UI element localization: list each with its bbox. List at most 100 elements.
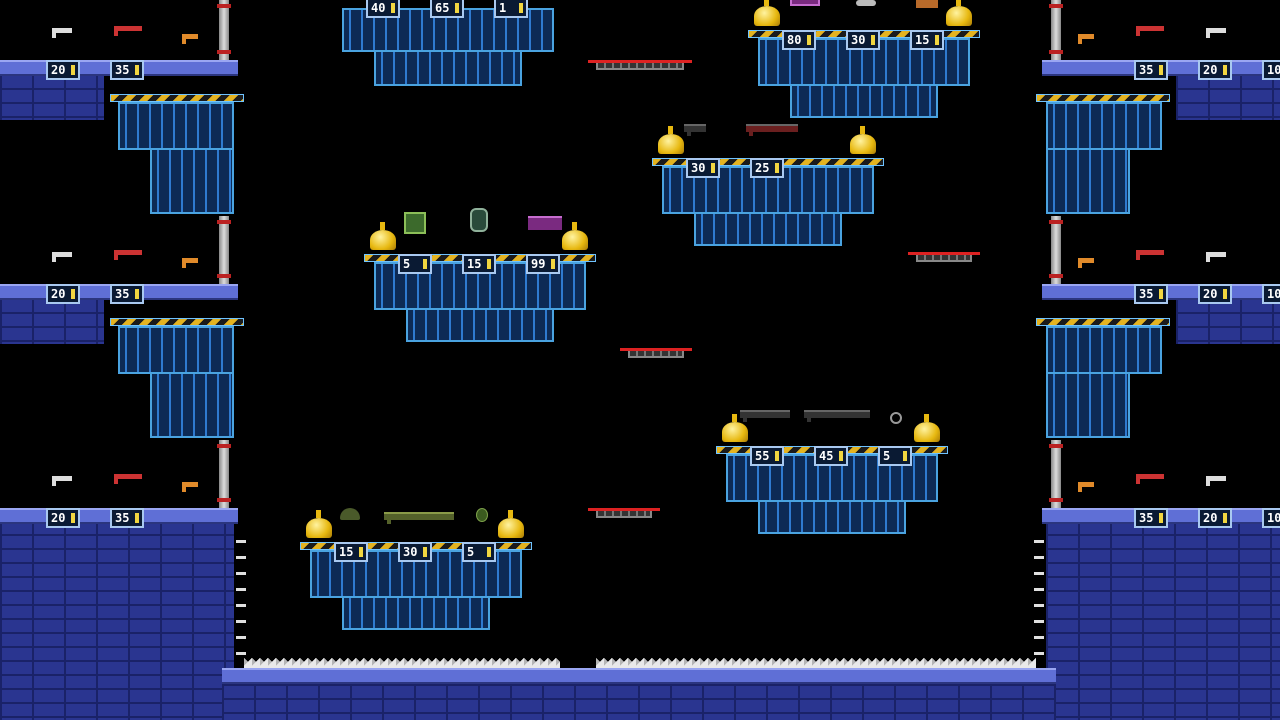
ammo-crate-icon[interactable]	[404, 212, 426, 234]
pistol-icon[interactable]	[1078, 258, 1094, 268]
gold-sack-icon[interactable]	[306, 510, 332, 538]
price-tag: 15	[462, 254, 496, 274]
revolver-icon[interactable]	[52, 28, 72, 38]
gatling-icon[interactable]	[528, 216, 562, 230]
pistol-icon[interactable]	[182, 482, 198, 492]
barrel-icon[interactable]	[916, 0, 938, 8]
gold-sack-icon[interactable]	[498, 510, 524, 538]
right-pillar-1	[1049, 0, 1063, 60]
left-cage-1a	[118, 102, 234, 150]
right-wall-bricks-bottom	[1046, 520, 1280, 720]
price-tag: 65	[430, 0, 464, 18]
floor-bricks	[222, 684, 1056, 720]
shotgun-icon[interactable]	[1136, 250, 1164, 260]
shield-icon[interactable]	[470, 208, 488, 232]
top-platform-cage-b	[374, 50, 522, 86]
price-tag: 20	[1198, 60, 1232, 80]
left-wall-bricks-bottom	[0, 520, 234, 720]
pistol-icon[interactable]	[1078, 34, 1094, 44]
left-hazard-ledge-2	[110, 318, 244, 326]
price-tag: 10	[1262, 508, 1280, 528]
price-tag: 1	[494, 0, 528, 18]
left-pillar-2	[217, 216, 231, 284]
price-tag: 10	[1262, 60, 1280, 80]
ammo-crate-icon[interactable]	[790, 0, 820, 6]
revolver-icon[interactable]	[1206, 28, 1226, 38]
pistol-icon[interactable]	[182, 34, 198, 44]
left-wall-bricks-top	[0, 74, 104, 120]
gold-sack-icon[interactable]	[658, 126, 684, 154]
right-wall-bricks-mid	[1176, 298, 1280, 344]
price-tag: 20	[46, 60, 80, 80]
price-tag: 80	[782, 30, 816, 50]
price-tag: 35	[110, 508, 144, 528]
price-tag: 35	[1134, 508, 1168, 528]
price-tag: 20	[46, 284, 80, 304]
sniper-rifle-icon[interactable]	[384, 512, 454, 524]
price-tag: 5	[878, 446, 912, 466]
price-tag: 55	[750, 446, 784, 466]
revolver-icon[interactable]	[52, 252, 72, 262]
left-cage-2a	[118, 326, 234, 374]
right-wall-spikes	[1034, 540, 1044, 660]
smg-icon[interactable]	[740, 410, 790, 422]
right-pillar-2	[1049, 216, 1063, 284]
right-hazard-ledge-1	[1036, 94, 1170, 102]
gold-sack-icon[interactable]	[562, 222, 588, 250]
price-tag: 35	[1134, 284, 1168, 304]
revolver-icon[interactable]	[1206, 252, 1226, 262]
shotgun-icon[interactable]	[114, 26, 142, 36]
machine-gun-icon[interactable]	[804, 410, 870, 422]
helmet-icon[interactable]	[340, 508, 360, 520]
floating-platform	[588, 60, 692, 72]
price-tag: 10	[1262, 284, 1280, 304]
left-cage-2b	[150, 372, 234, 438]
revolver-icon[interactable]	[1206, 476, 1226, 486]
price-tag: 99	[526, 254, 560, 274]
right-cage-2b	[1046, 372, 1130, 438]
price-tag: 35	[110, 60, 144, 80]
price-tag: 25	[750, 158, 784, 178]
left-wall-bricks-mid	[0, 298, 104, 344]
shotgun-icon[interactable]	[684, 124, 706, 136]
gold-sack-icon[interactable]	[370, 222, 396, 250]
shotgun-icon[interactable]	[1136, 26, 1164, 36]
price-tag: 35	[1134, 60, 1168, 80]
shotgun-icon[interactable]	[114, 474, 142, 484]
floor-spikes-left	[244, 656, 560, 668]
left-cage-1b	[150, 148, 234, 214]
floor-spikes-right	[596, 656, 1036, 668]
pistol-icon[interactable]	[182, 258, 198, 268]
price-tag: 35	[110, 284, 144, 304]
floor-rail	[222, 668, 1056, 684]
price-tag: 5	[462, 542, 496, 562]
left-wall-spikes	[236, 540, 246, 660]
floating-platform	[588, 508, 660, 520]
upper-right-cage-b	[790, 84, 938, 118]
shotgun-icon[interactable]	[114, 250, 142, 260]
cog-icon[interactable]	[856, 0, 876, 6]
left-hazard-ledge-1	[110, 94, 244, 102]
grenade-icon[interactable]	[476, 508, 488, 522]
mine-icon[interactable]	[890, 412, 902, 424]
pistol-icon[interactable]	[1078, 482, 1094, 492]
rifle-icon[interactable]	[746, 124, 798, 136]
gold-sack-icon[interactable]	[754, 0, 780, 26]
price-tag: 45	[814, 446, 848, 466]
price-tag: 30	[686, 158, 720, 178]
price-tag: 20	[1198, 508, 1232, 528]
shotgun-icon[interactable]	[1136, 474, 1164, 484]
gold-sack-icon[interactable]	[946, 0, 972, 26]
gold-sack-icon[interactable]	[914, 414, 940, 442]
right-pillar-3	[1049, 440, 1063, 508]
gold-sack-icon[interactable]	[722, 414, 748, 442]
price-tag: 20	[46, 508, 80, 528]
left-pillar-1	[217, 0, 231, 60]
right-cage-2a	[1046, 326, 1162, 374]
revolver-icon[interactable]	[52, 476, 72, 486]
left-pillar-3	[217, 440, 231, 508]
price-tag: 5	[398, 254, 432, 274]
gold-sack-icon[interactable]	[850, 126, 876, 154]
price-tag: 15	[910, 30, 944, 50]
